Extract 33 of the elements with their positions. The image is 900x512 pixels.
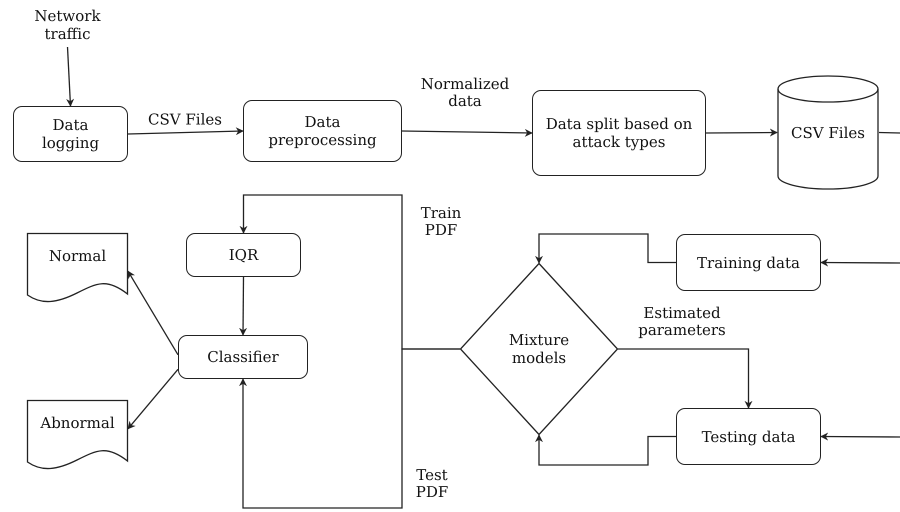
- arrow: [127, 368, 178, 430]
- arrow: [618, 348, 752, 409]
- arrow: [820, 258, 900, 267]
- arrow: [535, 434, 676, 466]
- node-label: Abnormal: [39, 414, 116, 432]
- process-box: [676, 408, 821, 465]
- node-label: Normal: [48, 247, 108, 265]
- process-box: [676, 234, 821, 291]
- node-label: Testing data: [700, 428, 796, 446]
- arrow: [128, 127, 244, 136]
- node-label: CSV Files: [790, 124, 866, 142]
- node-label: Mixture models: [508, 331, 570, 367]
- arrow: [239, 348, 460, 509]
- node-label: Data logging: [40, 116, 100, 152]
- connector-line: [878, 132, 900, 134]
- node-label: Classifier: [206, 348, 280, 366]
- arrow: [820, 432, 900, 441]
- arrow: [127, 270, 179, 356]
- arrow: [535, 233, 676, 264]
- node-label: Network traffic: [33, 7, 102, 43]
- arrow: [66, 46, 74, 107]
- node-label: Data preprocessing: [267, 113, 378, 149]
- arrow: [402, 128, 533, 137]
- process-box: [532, 90, 706, 176]
- process-box: [178, 335, 308, 379]
- node-label: Training data: [696, 254, 801, 272]
- arrow: [239, 277, 248, 336]
- node-label: IQR: [228, 246, 260, 264]
- arrow: [706, 128, 778, 137]
- process-box: [13, 106, 128, 162]
- node-label: Data split based on attack types: [544, 115, 694, 151]
- process-box: [243, 100, 402, 162]
- process-box: [186, 233, 301, 277]
